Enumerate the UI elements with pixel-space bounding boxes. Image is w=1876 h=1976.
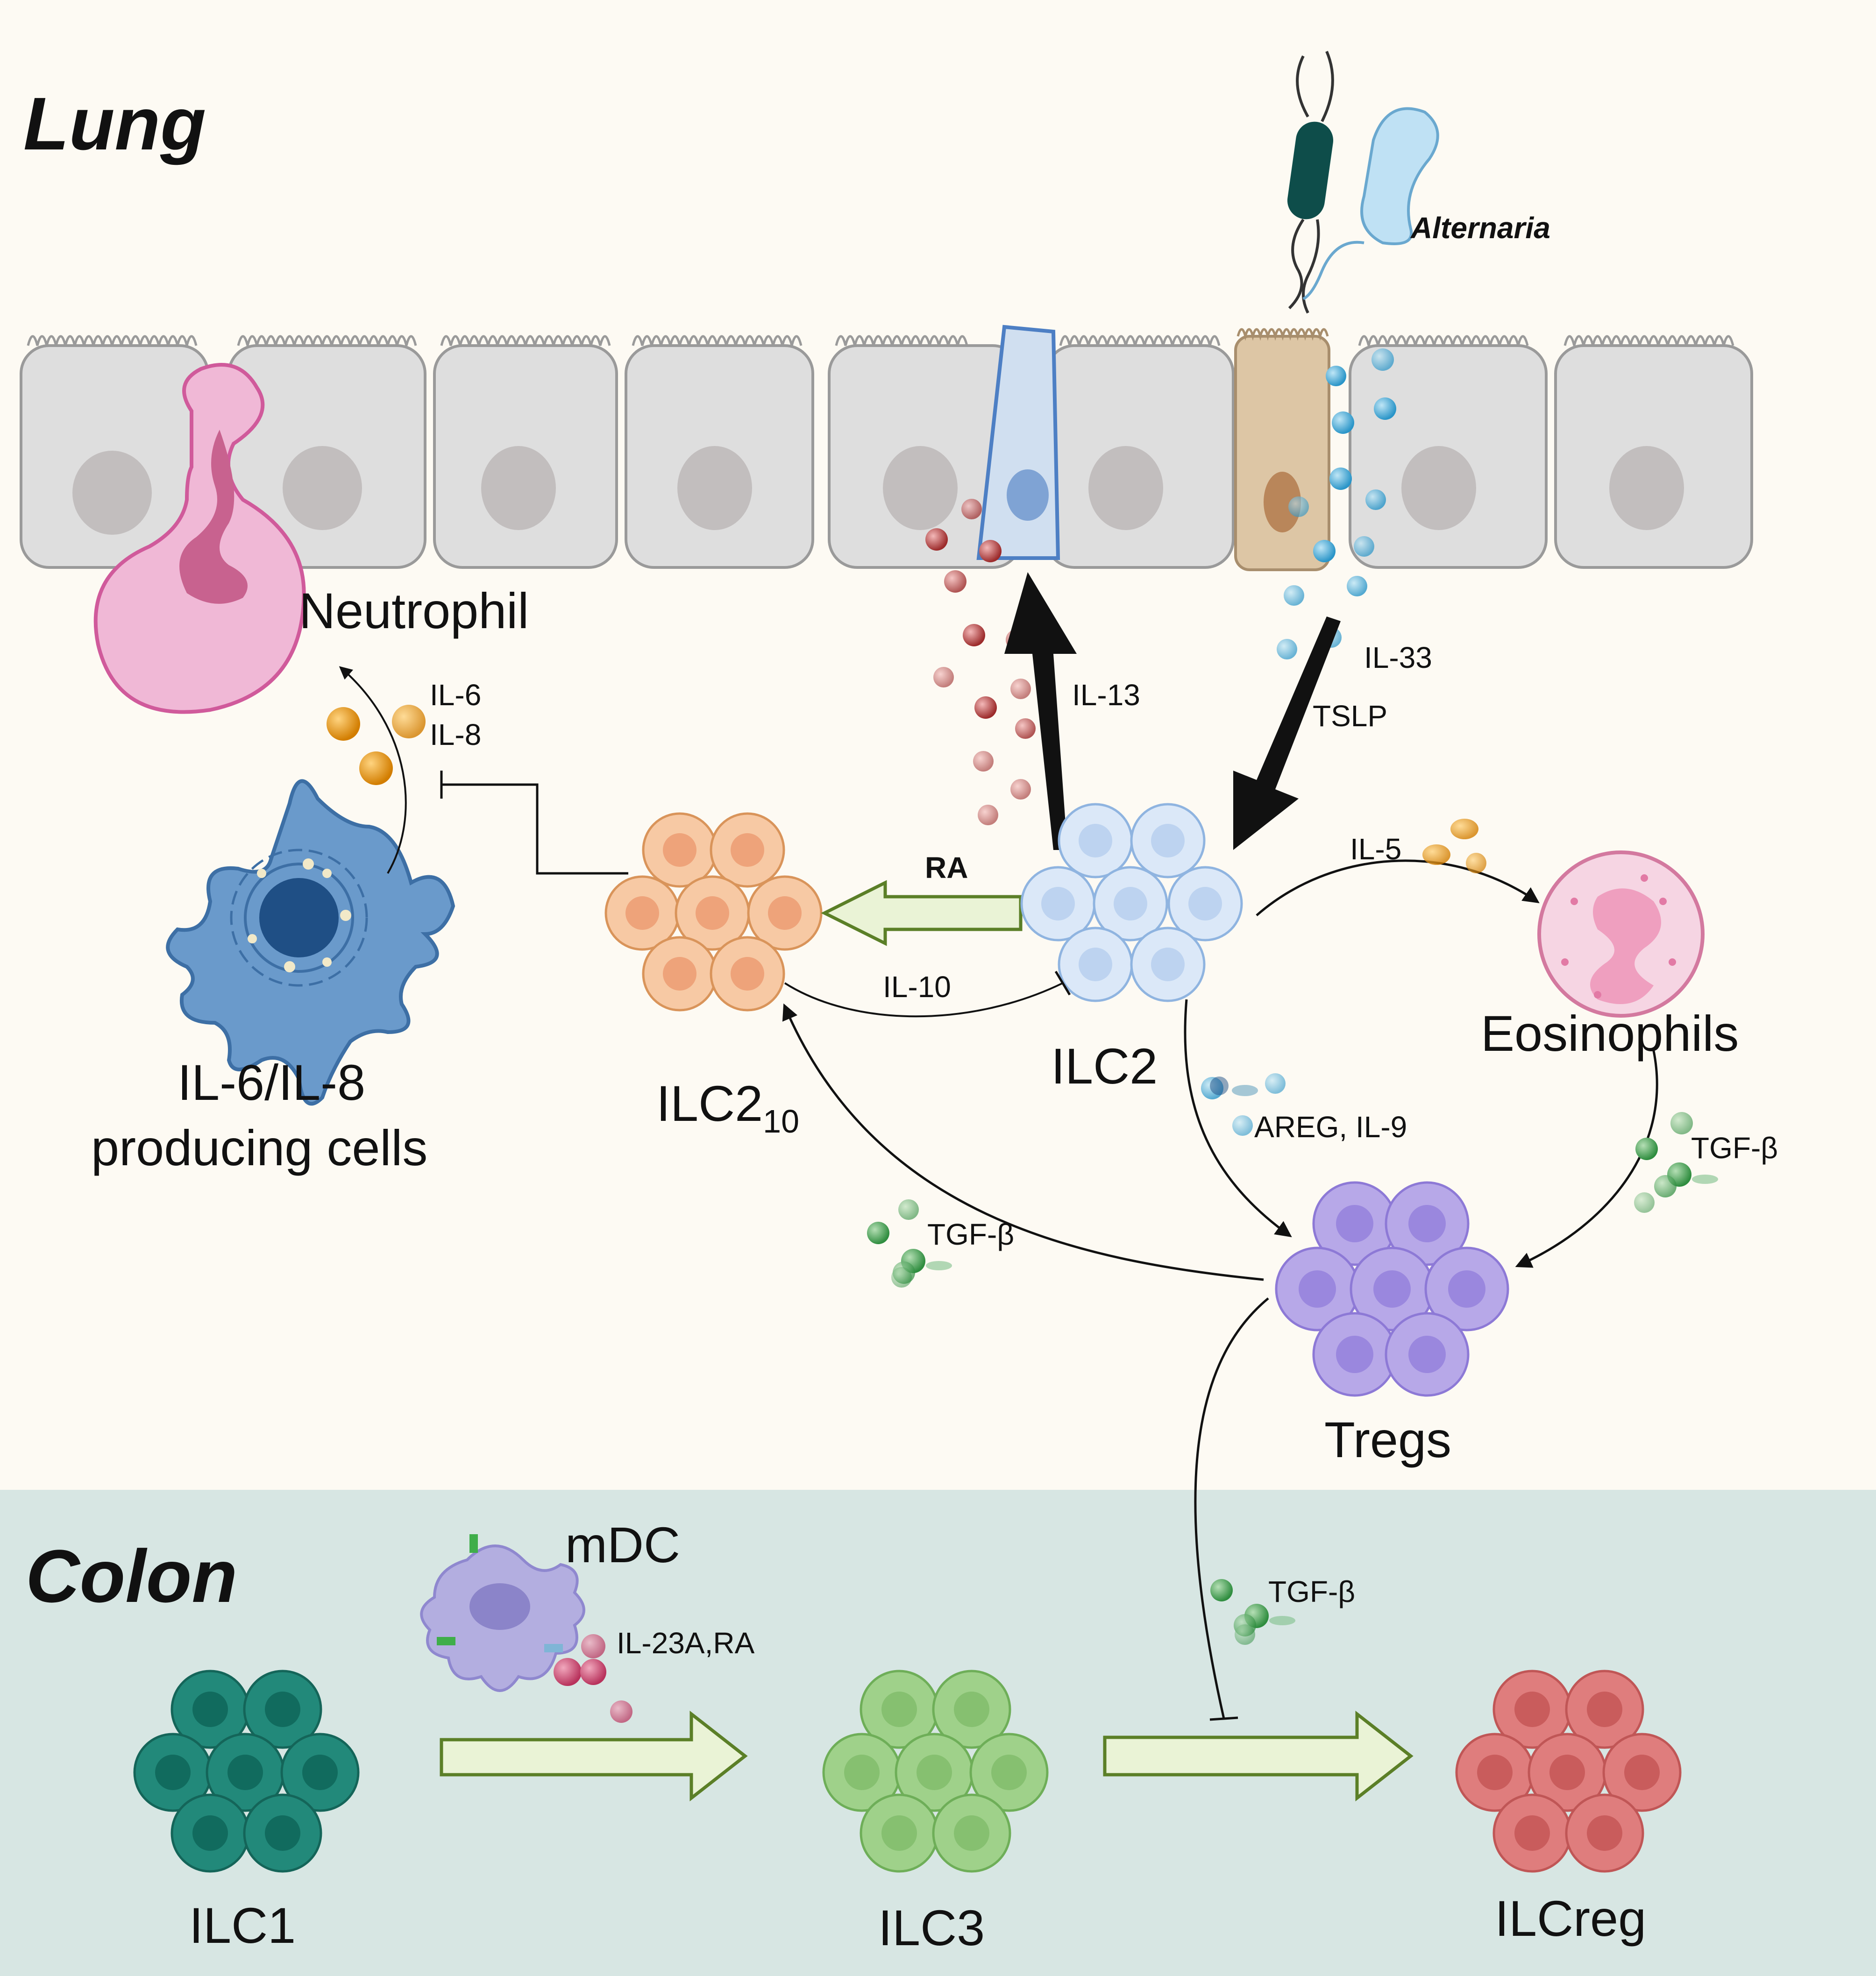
il8-label: IL-8 [430,718,481,751]
ilc3-cluster [822,1670,1049,1873]
ilcreg-label: ILCreg [1495,1890,1646,1947]
areg-label: AREG, IL-9 [1254,1110,1407,1144]
il33-label: IL-33 [1364,641,1432,674]
lung-title: Lung [23,82,206,165]
tregs-label: Tregs [1324,1411,1451,1468]
fungus-icon [1302,107,1439,300]
mdc-label: mDC [565,1516,680,1573]
epithelial-cell [20,344,209,569]
il6-il8-particles [327,705,426,785]
eos-treg-arrow [1515,1050,1658,1268]
il13-label: IL-13 [1072,678,1140,712]
tregs-cluster [1275,1181,1509,1397]
epithelial-cell [433,344,618,569]
il33-arrow [1233,616,1341,850]
il5-arrow [1256,859,1540,916]
ilc2-10-cluster [604,812,823,1012]
ilc1-cluster [133,1670,360,1873]
il5-particles [1422,819,1486,873]
epithelial-cell [625,344,814,569]
il10-inhibition-line [784,982,1063,1018]
tgfb-eos-label: TGF-β [1691,1131,1778,1165]
il10-inhibition-bar [1054,970,1071,996]
tgfb-left-particles [867,1199,952,1288]
mdc-icon [420,1534,585,1692]
neutrophil-icon [93,363,306,714]
tuft-cell [1234,335,1330,571]
il6-il8-inhibition-line [441,783,628,875]
il6-il8-arrow [339,666,407,874]
il6il8-cells-line1: IL-6/IL-8 [178,1054,365,1111]
ilc3-ilcreg-arrow [1103,1710,1414,1802]
ilc3-label: ILC3 [878,1899,985,1956]
il6il8-cells-line2: producing cells [91,1119,427,1176]
bacteria-icon [1287,50,1334,314]
areg-particles [1201,1073,1286,1136]
neutrophil-label: Neutrophil [299,582,529,639]
ilc2-label: ILC2 [1051,1038,1158,1094]
tgfb-eos-particles [1634,1112,1718,1213]
il33-particles [1277,348,1396,659]
tgfb-left-label: TGF-β [927,1218,1014,1251]
epithelial-cell [1554,344,1753,569]
eosinophil-icon [1537,850,1705,1018]
il23a-label: IL-23A,RA [617,1626,755,1660]
epithelial-cell [1045,344,1235,569]
alternaria-label: Alternaria [1410,211,1550,245]
il10-label: IL-10 [883,970,951,1004]
ra-label: RA [925,851,968,885]
tgfb-colon-label: TGF-β [1268,1575,1355,1608]
tslp-label: TSLP [1313,699,1387,733]
il5-label: IL-5 [1350,832,1401,866]
ilc2-10-subscript: 10 [763,1103,799,1140]
ilc2-cluster [1020,803,1243,1002]
ilc1-ilc3-arrow [440,1710,748,1802]
treg-ilc2-10-arrow [782,1003,1264,1281]
treg-ilcreg-inhibition [1194,1297,1269,1719]
il13-particles [925,499,1036,825]
areg-arrow [1184,999,1292,1238]
colon-title: Colon [26,1534,237,1618]
il6-label: IL-6 [430,678,481,712]
ilc1-label: ILC1 [189,1897,296,1954]
il13-arrow [1004,572,1077,850]
ilcreg-cluster [1455,1670,1682,1873]
ilc2-10-label: ILC210 [656,1075,799,1140]
dendritic-cell-icon [166,779,455,1106]
epithelial-cell [1349,344,1548,569]
tgfb-colon-particles [1210,1579,1295,1645]
treg-ilcreg-inhibition-bar [1209,1716,1238,1721]
eosinophils-label: Eosinophils [1481,1005,1739,1062]
il23a-particles [554,1634,632,1723]
